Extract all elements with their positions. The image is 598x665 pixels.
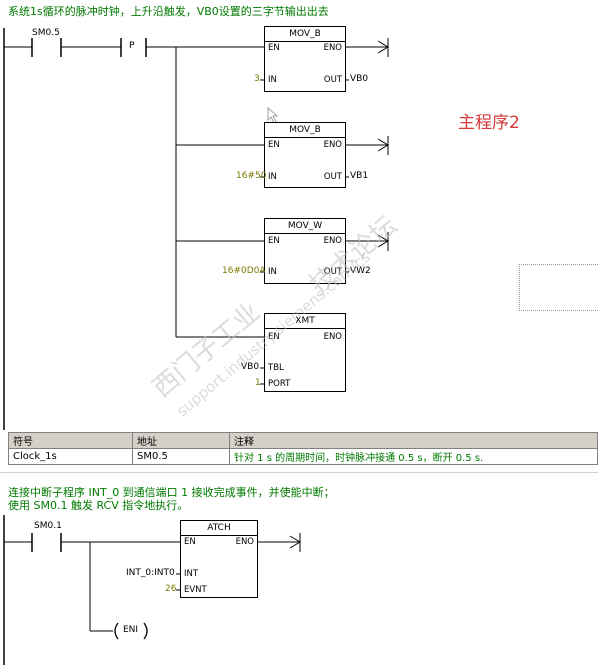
pin-tbl: TBL bbox=[268, 363, 284, 373]
ladder-wires-network1 bbox=[3, 28, 389, 430]
network-divider bbox=[0, 472, 598, 473]
edge-p-label: P bbox=[129, 41, 135, 51]
pin-out: OUT bbox=[323, 75, 342, 85]
atch-int-value: INT_0:INT0 bbox=[126, 568, 175, 578]
pin-in: IN bbox=[268, 75, 277, 85]
pin-eno: ENO bbox=[323, 332, 342, 342]
header-symbol: 符号 bbox=[8, 432, 133, 449]
pin-in: IN bbox=[268, 172, 277, 182]
block-title: MOV_B bbox=[289, 29, 321, 39]
pin-en: EN bbox=[268, 43, 280, 53]
pin-en: EN bbox=[268, 236, 280, 246]
block-title: ATCH bbox=[207, 523, 231, 533]
main-program-note: 主程序2 bbox=[458, 113, 520, 133]
block-title: MOV_W bbox=[287, 221, 323, 231]
network2-comment-line1: 连接中断子程序 INT_0 到通信端口 1 接收完成事件，并使能中断； bbox=[8, 486, 335, 499]
pin-int: INT bbox=[184, 569, 199, 579]
cell-comment: 针对 1 s 的周期时间，时钟脉冲接通 0.5 s，断开 0.5 s. bbox=[229, 448, 598, 465]
pin-in: IN bbox=[268, 267, 277, 277]
block2-out-value: VB1 bbox=[350, 171, 369, 181]
block1-out-value: VB0 bbox=[350, 74, 369, 84]
atch-evnt-value: 26 bbox=[165, 584, 177, 594]
mov-w-block[interactable]: MOV_W EN ENO IN OUT bbox=[264, 218, 346, 284]
pin-out: OUT bbox=[323, 267, 342, 277]
header-address: 地址 bbox=[132, 432, 230, 449]
network1-comment: 系统1s循环的脉冲时钟，上升沿触发，VB0设置的三字节输出出去 bbox=[8, 5, 329, 18]
pin-en: EN bbox=[184, 537, 196, 547]
xmt-block[interactable]: XMT EN ENO TBL PORT bbox=[264, 313, 346, 392]
mov-b-block-2[interactable]: MOV_B EN ENO IN OUT bbox=[264, 122, 346, 188]
contact-sm05-label: SM0.5 bbox=[32, 28, 60, 38]
block-title: XMT bbox=[295, 316, 315, 326]
network2-comment-line2: 使用 SM0.1 触发 RCV 指令地执行。 bbox=[8, 499, 189, 512]
pin-en: EN bbox=[268, 140, 280, 150]
pin-eno: ENO bbox=[235, 537, 254, 547]
cell-symbol: Clock_1s bbox=[8, 448, 133, 465]
block-title: MOV_B bbox=[289, 125, 321, 135]
pin-eno: ENO bbox=[323, 43, 342, 53]
symbol-table: 符号 地址 注释 Clock_1s SM0.5 针对 1 s 的周期时间，时钟脉… bbox=[8, 432, 598, 465]
pin-evnt: EVNT bbox=[184, 585, 207, 595]
pin-en: EN bbox=[268, 332, 280, 342]
block1-in-value: 3 bbox=[254, 74, 260, 84]
xmt-port-value: 1 bbox=[255, 378, 261, 388]
symbol-table-header: 符号 地址 注释 bbox=[8, 432, 598, 449]
contact-sm01-label: SM0.1 bbox=[34, 521, 62, 531]
xmt-tbl-value: VB0 bbox=[241, 362, 260, 372]
pin-out: OUT bbox=[323, 172, 342, 182]
selection-placeholder-box bbox=[519, 264, 598, 311]
ladder-wires-network2 bbox=[3, 515, 301, 665]
block3-out-value: VW2 bbox=[350, 266, 371, 276]
cell-address: SM0.5 bbox=[132, 448, 230, 465]
pin-eno: ENO bbox=[323, 236, 342, 246]
eni-coil-label: ENI bbox=[123, 625, 139, 635]
atch-block[interactable]: ATCH EN ENO INT EVNT bbox=[180, 520, 258, 598]
pin-eno: ENO bbox=[323, 140, 342, 150]
block2-in-value: 16#50 bbox=[236, 171, 267, 181]
pin-port: PORT bbox=[268, 379, 291, 389]
table-row: Clock_1s SM0.5 针对 1 s 的周期时间，时钟脉冲接通 0.5 s… bbox=[8, 448, 598, 465]
mov-b-block-1[interactable]: MOV_B EN ENO IN OUT bbox=[264, 26, 346, 92]
header-comment: 注释 bbox=[229, 432, 598, 449]
block3-in-value: 16#0D0A bbox=[222, 266, 266, 276]
